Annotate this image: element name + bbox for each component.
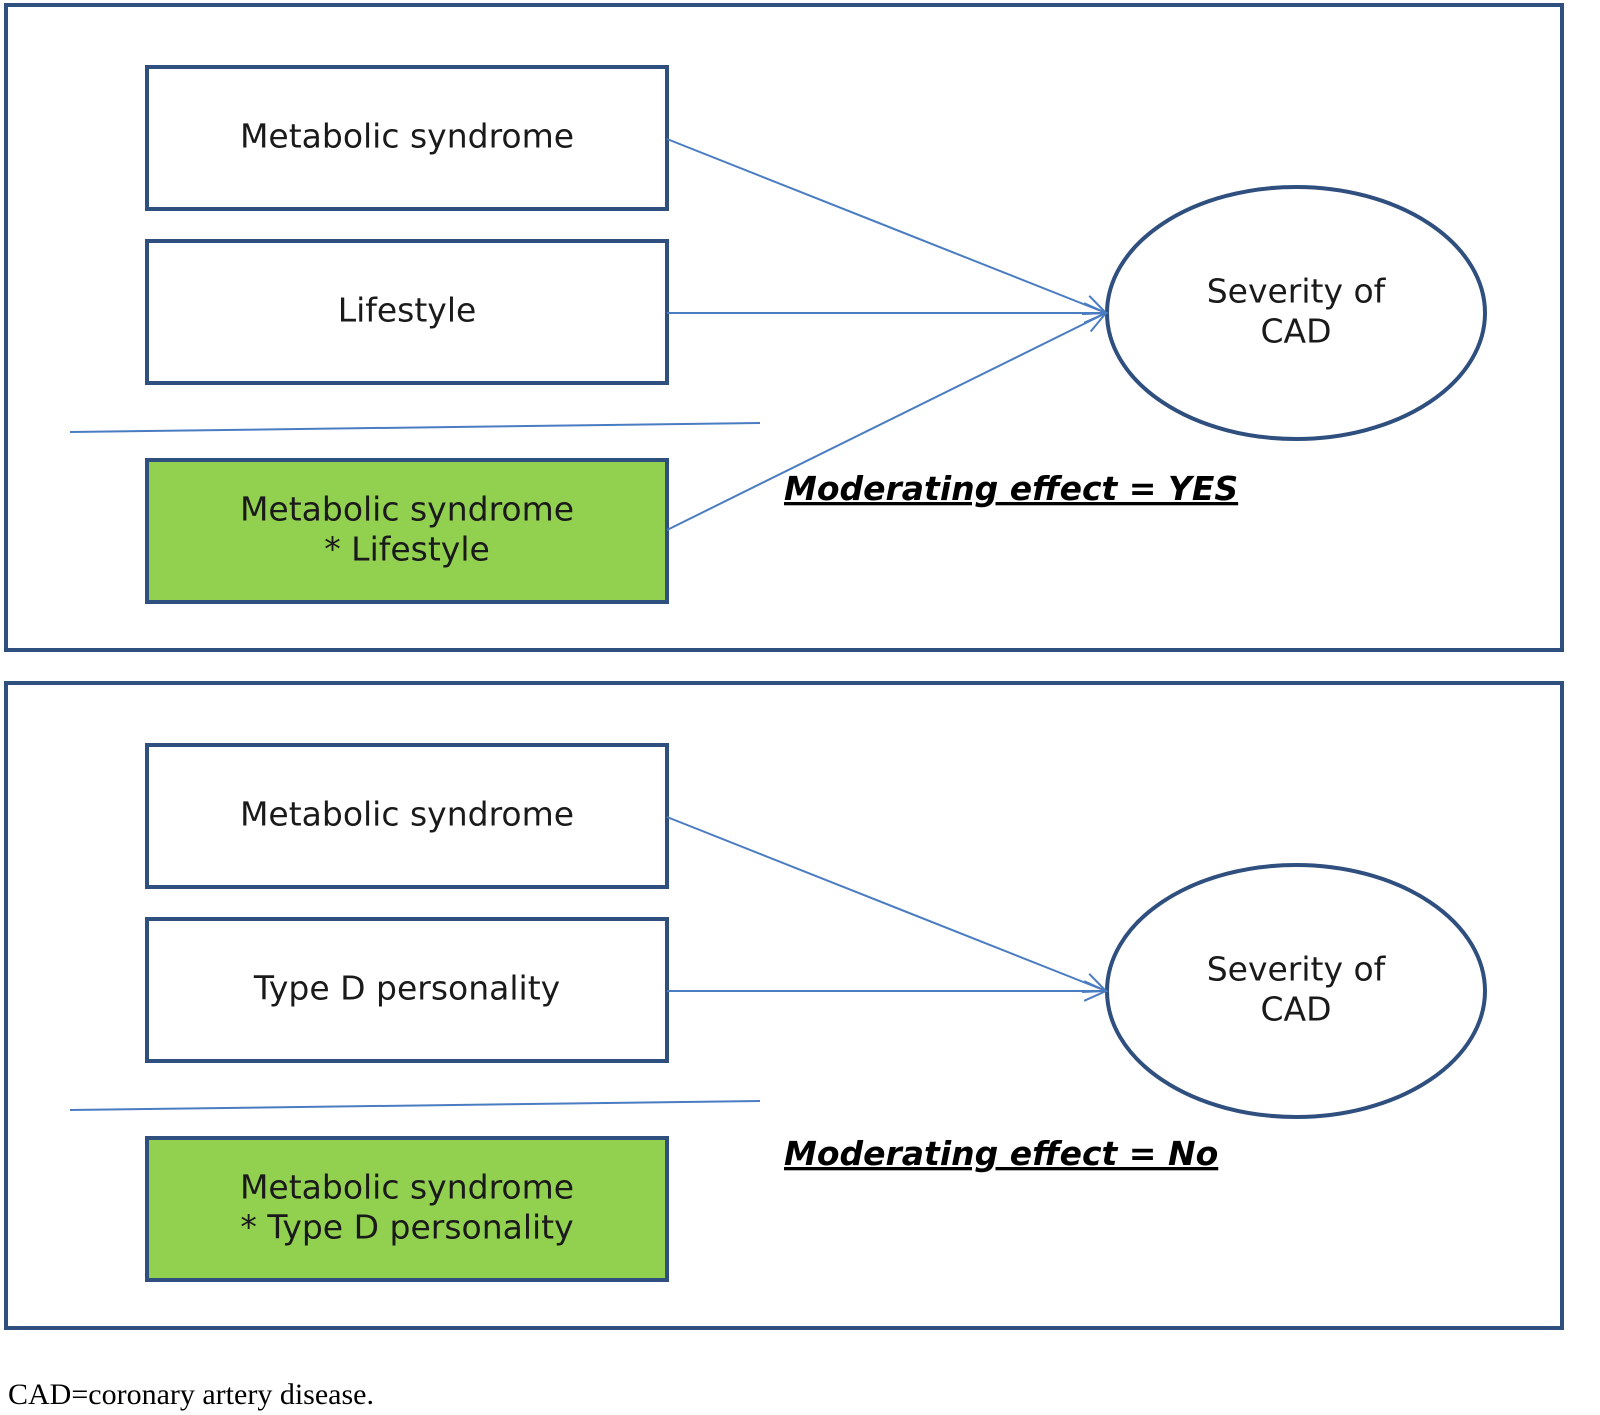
- outcome-label-line-1: Severity of: [1207, 272, 1387, 311]
- predictor-label-2-line-1: Type D personality: [253, 969, 560, 1008]
- interaction-label-line-2: * Type D personality: [240, 1208, 573, 1247]
- moderating-effect-label: Moderating effect = No: [784, 1134, 1218, 1173]
- interaction-label-line-1: Metabolic syndrome: [240, 490, 574, 529]
- panel-frame: [4, 3, 1564, 652]
- arrow-moderator: [667, 980, 1109, 1002]
- interaction-box: [145, 1136, 669, 1282]
- interaction-label-line-1: Metabolic syndrome: [240, 1168, 574, 1207]
- predictor-box-1: [145, 743, 669, 889]
- interaction-box: [145, 458, 669, 604]
- arrow-main-effect-shaft: [666, 816, 1107, 992]
- predictor-box-2: [145, 239, 669, 385]
- arrow-interaction: [666, 311, 1109, 531]
- predictor-label-1-line-1: Metabolic syndrome: [240, 795, 574, 834]
- separator-line: [69, 422, 761, 433]
- arrow-interaction-head: [1081, 311, 1109, 333]
- arrow-moderator-head: [1083, 980, 1109, 1002]
- separator-line: [69, 1100, 761, 1111]
- interaction-label-line-2: * Lifestyle: [324, 530, 490, 569]
- predictor-label-2-line-1: Lifestyle: [338, 291, 477, 330]
- predictor-box-2: [145, 917, 669, 1063]
- moderating-effect-label: Moderating effect = YES: [784, 469, 1238, 508]
- panel-frame: [4, 681, 1564, 1330]
- predictor-box-1: [145, 65, 669, 211]
- outcome-label-line-2: CAD: [1260, 312, 1331, 351]
- arrow-main-effect: [666, 816, 1109, 994]
- outcome-label-line-2: CAD: [1260, 990, 1331, 1029]
- arrow-main-effect: [666, 138, 1109, 316]
- arrow-interaction-shaft: [666, 312, 1107, 531]
- arrow-main-effect-shaft: [666, 138, 1107, 314]
- predictor-label-1-line-1: Metabolic syndrome: [240, 117, 574, 156]
- arrow-moderator: [667, 302, 1109, 324]
- outcome-label-line-1: Severity of: [1207, 950, 1387, 989]
- figure-caption: CAD=coronary artery disease.: [8, 1378, 374, 1411]
